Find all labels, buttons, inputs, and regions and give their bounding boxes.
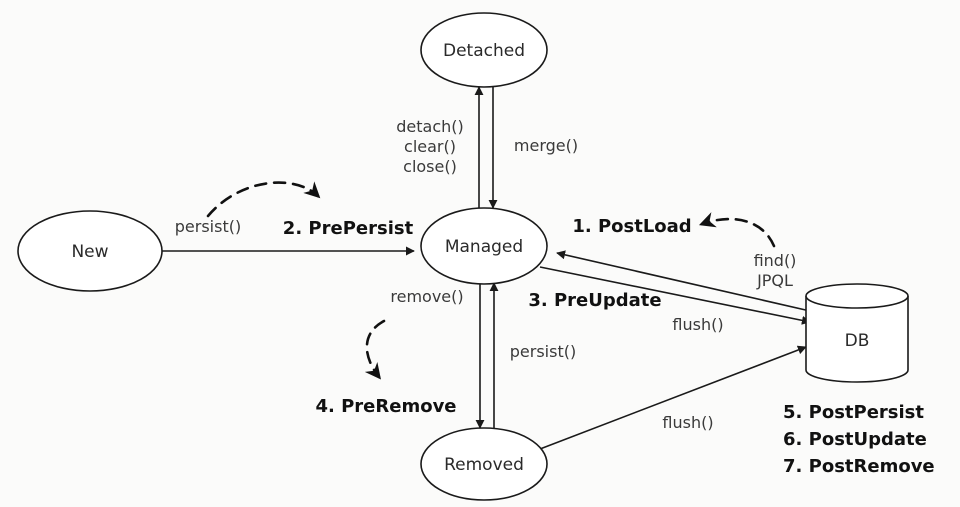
state-managed-label: Managed [445,237,523,257]
jpql-op-label: JPQL [756,271,793,290]
state-removed: Removed [420,427,548,501]
state-detached: Detached [420,12,548,88]
database-cylinder: DB [805,283,909,383]
post-persist-label: 5. PostPersist [783,402,924,423]
flush-removed-edge [539,345,807,450]
flush-managed-edge [539,266,811,325]
close-op-label: close() [403,157,457,176]
post-load-flow-arrow [698,212,776,248]
detach-op-label: detach() [396,117,464,136]
flush-managed-label: flush() [672,315,723,334]
post-load-label: 1. PostLoad [572,216,691,237]
state-detached-label: Detached [443,41,525,61]
state-new-label: New [71,242,108,262]
persist-new-label: persist() [175,217,241,236]
pre-remove-label: 4. PreRemove [315,396,456,417]
remove-op-label: remove() [390,287,463,306]
persist-removed-label: persist() [510,342,576,361]
merge-op-label: merge() [514,136,578,155]
state-new: New [17,210,163,292]
pre-persist-label: 2. PrePersist [283,218,414,239]
database-label: DB [845,331,870,351]
post-update-label: 6. PostUpdate [783,429,927,450]
pre-remove-flow-arrow [364,319,386,380]
clear-op-label: clear() [404,137,456,156]
pre-update-label: 3. PreUpdate [528,290,661,311]
state-managed: Managed [420,207,548,285]
flush-removed-label: flush() [662,413,713,432]
find-edge [556,250,811,312]
post-remove-label: 7. PostRemove [783,456,935,477]
find-op-label: find() [754,251,797,270]
pre-persist-flow-arrow [206,181,321,218]
state-removed-label: Removed [444,455,524,475]
